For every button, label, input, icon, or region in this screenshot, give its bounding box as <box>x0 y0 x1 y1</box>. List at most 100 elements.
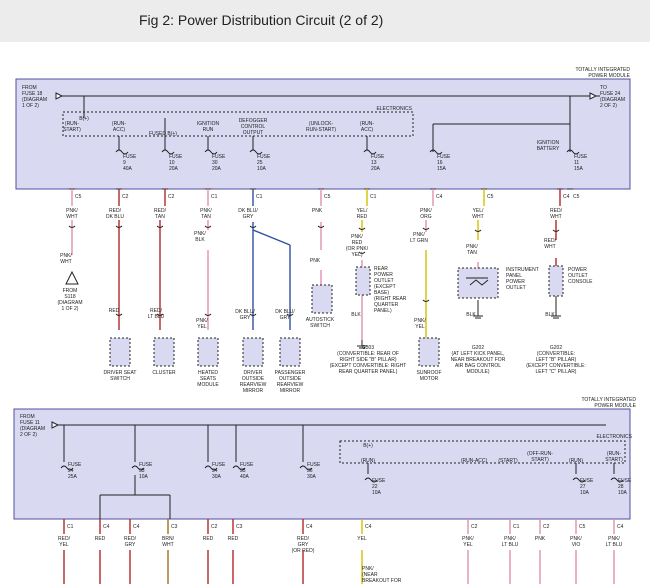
wire-label: WHT <box>66 214 77 220</box>
driver-mirror-label: REARVIEW <box>240 382 267 388</box>
to-fuse-label: FUSE 24 <box>600 91 621 97</box>
connector-break <box>115 225 123 228</box>
fuse-label: 9 <box>123 160 126 166</box>
fuse-label: 24 <box>68 468 74 474</box>
connector-break <box>204 225 212 228</box>
wire-label: RED/ <box>150 308 163 314</box>
wire-label: LT GRN <box>410 238 428 244</box>
column-label: (RUN- <box>112 121 126 127</box>
column-label: RUN <box>203 127 214 133</box>
driver-seat-switch-label: DRIVER SEAT <box>104 370 137 376</box>
connector-break <box>286 313 294 316</box>
wire-label: TAN <box>155 214 165 220</box>
fuse-label: FUSE <box>139 462 153 468</box>
column-label: (OFF-RUN- <box>527 451 553 457</box>
connector-label: C1 <box>67 524 74 530</box>
fuse-label: 30A <box>212 474 222 480</box>
wire-label: DK BLU <box>106 214 124 220</box>
column-label: IGNITION <box>197 121 220 127</box>
wire-label: GRY <box>243 214 254 220</box>
fuse-label: FUSE <box>580 478 594 484</box>
wire-label: PNK/ <box>462 536 474 542</box>
column-label: (RUN- <box>360 121 374 127</box>
connector-break <box>358 251 366 254</box>
module-title: POWER MODULE <box>588 73 630 79</box>
rear-power-outlet-label: OUTLET <box>374 278 394 284</box>
fuse-label: 30A <box>307 474 317 480</box>
cluster-label: CLUSTER <box>152 370 176 376</box>
wire-label: GRY <box>240 315 251 321</box>
fuse-label: 28 <box>618 484 624 490</box>
driver-seat-switch <box>109 337 131 367</box>
outlet-symbol <box>469 279 489 286</box>
wire-label: RED <box>203 536 214 542</box>
wire-label: LT BLU <box>606 542 623 548</box>
bottom-fragment-label: PNK/ <box>362 566 374 572</box>
fuse-label: 10A <box>580 490 590 496</box>
fuse-label: 16 <box>437 160 443 166</box>
from-fuse-label: FUSE 18 <box>22 91 43 97</box>
fuse-label: 11 <box>574 160 579 166</box>
fuse-symbol <box>566 149 580 155</box>
rear-power-outlet-label: QUARTER <box>374 302 399 308</box>
column-label: START) <box>531 457 549 463</box>
wire-label: RED <box>228 536 239 542</box>
connector-label: C4 <box>103 524 110 530</box>
ground-g202a-label: MODULE) <box>466 369 489 375</box>
passenger-mirror <box>279 337 301 367</box>
from-s118-label: 1 OF 2) <box>62 306 79 312</box>
ip-power-outlet-label: PANEL <box>506 273 522 279</box>
fuse-label: FUSE <box>240 462 254 468</box>
driver-mirror-label: DRIVER <box>244 370 263 376</box>
driver-mirror <box>242 337 264 367</box>
cluster <box>153 337 175 367</box>
wire-label: TAN <box>467 250 477 256</box>
wire-label: RED <box>357 214 368 220</box>
wire-label: WHT <box>472 214 483 220</box>
column-label: (RUN- <box>65 121 79 127</box>
from-fuse-label: 1 OF 2) <box>22 103 39 109</box>
electronics-label: ELECTRONICS <box>376 106 412 112</box>
ground-g303-label: RIGHT SIDE "B" PILLAR) <box>339 357 396 363</box>
from-s118-arrow <box>65 270 79 285</box>
rear-power-outlet-label: POWER <box>374 272 393 278</box>
rear-power-outlet <box>355 266 371 296</box>
fuse-symbol <box>364 477 378 483</box>
bus-arrow-left <box>55 92 64 100</box>
wire-label: RED/ <box>154 208 167 214</box>
connector-label: C1 <box>211 194 218 200</box>
ground-g202b-label: (CONVERTIBLE: <box>537 351 575 357</box>
to-fuse-label: 2 OF 2) <box>600 103 617 109</box>
wire-label: YEL <box>463 542 473 548</box>
fuse-label: 27 <box>580 484 586 490</box>
fuse-symbol <box>204 149 218 155</box>
fuse-label: 30 <box>212 160 218 166</box>
rear-power-outlet-label: (EXCEPT <box>374 284 396 290</box>
fuse-label: 36 <box>307 468 313 474</box>
fused-bplus-label: FUSED B(+) <box>149 131 177 137</box>
column-label: ACC) <box>113 127 126 133</box>
ground-g303-label: (EXCEPT CONVERTIBLE: RIGHT <box>330 363 407 369</box>
column-label: OUTPUT <box>243 130 264 136</box>
connector-label: C5 <box>75 194 82 200</box>
ground-g303-label: REAR QUARTER PANEL) <box>339 369 398 375</box>
fuse-symbol <box>363 149 377 155</box>
column-label: BATTERY <box>537 146 560 152</box>
passenger-mirror-label: PASSENGER <box>275 370 306 376</box>
ip-power-outlet <box>457 267 499 299</box>
fuse-label: FUSE <box>212 462 226 468</box>
console-power-outlet <box>548 265 564 297</box>
wire-label: DK BLU/ <box>238 208 258 214</box>
connector-break <box>552 229 560 232</box>
connector-break <box>358 227 366 230</box>
heated-seats-module <box>197 337 219 367</box>
connector-label: C4 <box>306 524 313 530</box>
column-label: RUN-START) <box>306 127 336 133</box>
fuse-label: 13 <box>371 160 377 166</box>
wire-label: ORG <box>420 214 432 220</box>
wire-label: PNK/ <box>414 318 426 324</box>
fuse-symbol <box>131 465 145 471</box>
wire-label: PNK/ <box>420 208 432 214</box>
bus-arrow-left <box>51 421 60 429</box>
fuse-label: FUSE <box>257 154 271 160</box>
